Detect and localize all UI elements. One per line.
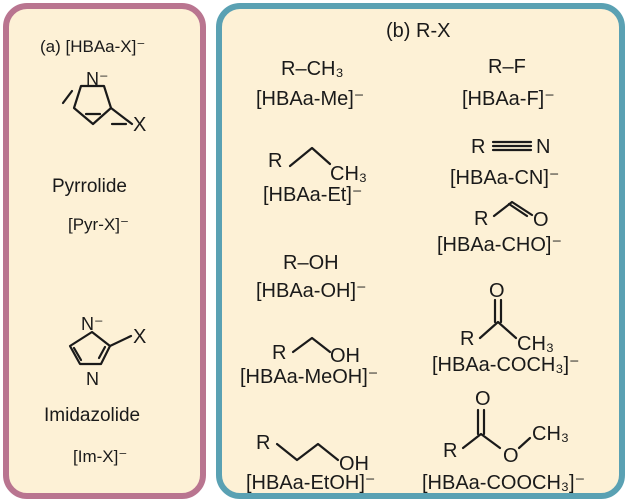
cooch3-r-atom: R xyxy=(443,440,457,462)
pyrrole-ring xyxy=(72,84,113,126)
etoh-oh-group: OH xyxy=(339,453,369,475)
label-meoh: [HBAa-MeOH]⁻ xyxy=(240,366,379,388)
imidazolide-n3-atom: N xyxy=(86,369,99,389)
label-etoh: [HBAa-EtOH]⁻ xyxy=(246,472,376,494)
pyrrole-x-bond xyxy=(109,106,134,126)
panel-a-title: (a) [HBAa-X]⁻ xyxy=(40,37,146,56)
label-cn: [HBAa-CN]⁻ xyxy=(450,167,560,189)
pyrrole-double-bond-2 xyxy=(61,89,74,105)
cn-r-atom: R xyxy=(471,136,485,158)
formula-f: R–F xyxy=(488,56,526,78)
panel-b-title: (b) R-X xyxy=(386,20,451,42)
pyrrolide-x-atom: X xyxy=(133,114,146,136)
et-r-atom: R xyxy=(268,150,282,172)
label-cho: [HBAa-CHO]⁻ xyxy=(437,234,563,256)
label-et: [HBAa-Et]⁻ xyxy=(263,184,363,206)
label-f: [HBAa-F]⁻ xyxy=(462,88,555,110)
coch3-o-atom: O xyxy=(489,280,505,302)
meoh-r-atom: R xyxy=(272,342,286,364)
pyrrolide-label: [Pyr-X]⁻ xyxy=(68,215,129,234)
cooch3-ch3-group: CH₃ xyxy=(532,423,569,445)
pyrrolide-structure: N⁻ X xyxy=(61,69,146,136)
cn-n-atom: N xyxy=(536,136,550,158)
cho-o-atom: O xyxy=(533,209,549,231)
imidazole-ring xyxy=(68,330,112,366)
etoh-r-atom: R xyxy=(256,432,270,454)
imidazole-double-bond-1 xyxy=(72,346,83,362)
imidazole-x-bond xyxy=(108,334,133,348)
cho-r-atom: R xyxy=(474,208,488,230)
coch3-ch3-group: CH₃ xyxy=(517,333,554,355)
label-cooch3: [HBAa-COOCH₃]⁻ xyxy=(422,472,586,494)
imidazolide-name: Imidazolide xyxy=(44,405,141,426)
label-me: [HBAa-Me]⁻ xyxy=(256,88,365,110)
imidazolide-structure: N⁻ N X xyxy=(68,314,146,389)
et-ch3-group: CH₃ xyxy=(330,163,367,185)
label-coch3: [HBAa-COCH₃]⁻ xyxy=(432,354,580,376)
imidazole-double-bond-2 xyxy=(97,345,107,360)
pyrrolide-n-atom: N⁻ xyxy=(86,69,109,89)
imidazolide-x-atom: X xyxy=(133,326,146,348)
pyrrolide-name: Pyrrolide xyxy=(52,176,127,197)
imidazolide-n1-atom: N⁻ xyxy=(81,314,104,334)
cooch3-o-carbonyl: O xyxy=(475,388,491,410)
coch3-r-atom: R xyxy=(460,328,474,350)
meoh-oh-group: OH xyxy=(330,345,360,367)
formula-oh: R–OH xyxy=(283,252,339,274)
label-oh: [HBAa-OH]⁻ xyxy=(256,280,367,302)
imidazolide-label: [Im-X]⁻ xyxy=(73,447,128,466)
cooch3-o-ether: O xyxy=(503,445,519,467)
panel-b xyxy=(216,3,625,499)
formula-me: R–CH₃ xyxy=(281,58,344,80)
